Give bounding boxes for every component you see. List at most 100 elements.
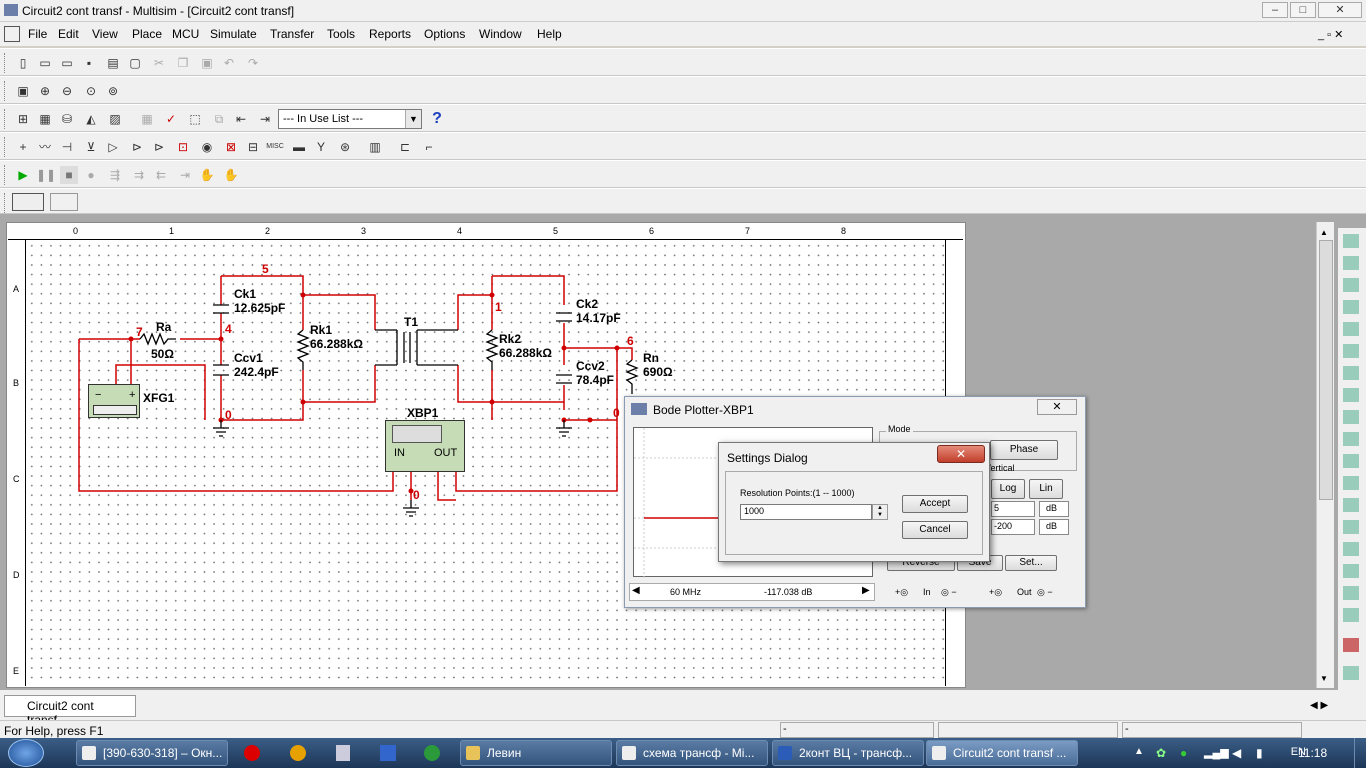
bode-plotter-icon[interactable] — [1343, 344, 1359, 358]
app-pinned-icon[interactable] — [290, 745, 306, 761]
back-annotate-icon[interactable]: ⇤ — [235, 112, 247, 126]
menu-tools[interactable]: Tools — [327, 27, 356, 41]
spreadsheet-icon[interactable]: ▦ — [39, 112, 51, 126]
diode-icon[interactable]: ⊣ — [61, 140, 73, 154]
torrent-icon[interactable] — [424, 745, 440, 761]
menu-mcu[interactable]: MCU — [172, 27, 200, 41]
close-button[interactable]: ✕ — [1318, 2, 1362, 18]
four-channel-scope-icon[interactable] — [1343, 322, 1359, 336]
scroll-thumb[interactable] — [1319, 240, 1333, 500]
bus-icon[interactable]: ⌐ — [425, 140, 433, 154]
label-ra[interactable]: Ra — [156, 320, 172, 334]
zoom-out-icon[interactable]: ⊖ — [61, 84, 73, 98]
new-file-icon[interactable]: ▯ — [19, 56, 27, 70]
out-terminals-icon[interactable]: +◎ — [989, 587, 1003, 597]
agilent-scope-icon[interactable] — [1343, 586, 1359, 600]
tab-scroll-icon[interactable]: ◀ ▶ — [1310, 700, 1329, 711]
database-icon[interactable]: ⛁ — [61, 112, 73, 126]
step-into-icon[interactable]: ⇉ — [133, 168, 145, 182]
copy-icon[interactable]: ❐ — [177, 56, 189, 70]
multimeter-icon[interactable] — [1343, 234, 1359, 248]
step-out-icon[interactable]: ⇇ — [155, 168, 167, 182]
maximize-button[interactable]: □ — [1290, 2, 1316, 18]
minimize-button[interactable]: – — [1262, 2, 1288, 18]
menu-reports[interactable]: Reports — [369, 27, 412, 41]
cut-icon[interactable]: ✂ — [153, 56, 165, 70]
taskbar-item-word[interactable]: 2конт ВЦ - трансф... — [772, 740, 924, 766]
word-generator-icon[interactable] — [1343, 388, 1359, 402]
vertical-scrollbar[interactable]: ▲ ▼ — [1316, 222, 1334, 688]
tray-app-icon[interactable]: ✿ — [1156, 746, 1167, 760]
oscilloscope-icon[interactable] — [1343, 300, 1359, 314]
vertical-f-unit[interactable]: dB — [1039, 501, 1069, 517]
erc-icon[interactable]: ✓ — [165, 112, 177, 126]
toolbar-grip[interactable] — [4, 81, 7, 101]
battery-icon[interactable]: ▮ — [1256, 746, 1263, 760]
frequency-counter-icon[interactable] — [1343, 366, 1359, 380]
menu-simulate[interactable]: Simulate — [210, 27, 257, 41]
resolution-input[interactable]: 1000 — [740, 504, 872, 520]
language-indicator[interactable]: EN — [1290, 746, 1306, 758]
menu-transfer[interactable]: Transfer — [270, 27, 315, 41]
label-t1[interactable]: T1 — [404, 315, 419, 329]
measurement-probe-icon[interactable] — [1343, 638, 1359, 652]
remove-breakpoints-icon[interactable]: ✋ — [223, 168, 239, 182]
menu-view[interactable]: View — [92, 27, 118, 41]
design-toolbox-icon[interactable] — [12, 193, 44, 211]
function-generator-icon[interactable] — [1343, 256, 1359, 270]
full-screen-icon[interactable]: ▣ — [17, 84, 29, 98]
paste-icon[interactable]: ▣ — [201, 56, 213, 70]
function-generator-xfg1[interactable]: − + — [88, 384, 140, 418]
open-folder-icon[interactable]: ▭ — [39, 56, 51, 70]
schematic-grid[interactable] — [27, 241, 945, 685]
spectrum-analyzer-icon[interactable] — [1343, 498, 1359, 512]
power-icon[interactable]: ⊠ — [225, 140, 237, 154]
vertical-i-unit[interactable]: dB — [1039, 519, 1069, 535]
set-button[interactable]: Set... — [1005, 555, 1057, 571]
clock[interactable]: 11:18 — [1298, 746, 1328, 760]
opera-icon[interactable] — [244, 745, 260, 761]
record-icon[interactable]: ● — [87, 168, 95, 182]
misc-digital-icon[interactable]: ⊟ — [247, 140, 259, 154]
bode-plotter-xbp1[interactable]: IN OUT — [385, 420, 465, 472]
mcu-icon[interactable]: ▥ — [369, 140, 381, 154]
mdi-controls-icon[interactable]: _ ▫ ✕ — [1318, 29, 1344, 41]
toolbar-grip[interactable] — [4, 109, 7, 129]
in-terminals-icon[interactable]: +◎ — [895, 587, 909, 597]
rf-icon[interactable]: Y — [316, 140, 325, 154]
show-desktop-button[interactable] — [1354, 738, 1366, 768]
pause-icon[interactable]: ❚❚ — [36, 168, 57, 182]
toolbar-grip[interactable] — [4, 53, 7, 73]
zoom-area-icon[interactable]: ⊙ — [85, 84, 97, 98]
cmos-icon[interactable]: ⊳ — [153, 140, 165, 154]
close-button[interactable]: ✕ — [1037, 399, 1077, 415]
toolbar-grip[interactable] — [4, 165, 7, 185]
hierarchy-icon[interactable]: ⊞ — [17, 112, 29, 126]
menu-edit[interactable]: Edit — [58, 27, 79, 41]
network-icon[interactable]: ▂▄▆ — [1204, 747, 1229, 759]
misc-icon[interactable]: MISC — [266, 143, 284, 150]
network-analyzer-icon[interactable] — [1343, 520, 1359, 534]
close-button[interactable]: ✕ — [937, 445, 985, 463]
ultiboard-icon[interactable]: ⧉ — [214, 112, 224, 126]
advanced-peripherals-icon[interactable]: ▬ — [293, 140, 305, 154]
toolbar-grip[interactable] — [4, 137, 7, 157]
agilent-generator-icon[interactable] — [1343, 542, 1359, 556]
mixed-icon[interactable]: ⊡ — [177, 140, 189, 154]
label-rk2[interactable]: Rk2 — [499, 332, 522, 346]
start-button[interactable] — [8, 739, 44, 767]
label-ck2[interactable]: Ck2 — [576, 297, 599, 311]
vertical-i-input[interactable]: -200 — [991, 519, 1035, 535]
in-use-list-dropdown[interactable]: --- In Use List --- ▼ — [278, 109, 422, 129]
menu-window[interactable]: Window — [479, 27, 522, 41]
tray-info-icon[interactable]: ● — [1180, 746, 1188, 760]
indicator-icon[interactable]: ◉ — [201, 140, 213, 154]
tray-arrow-icon[interactable]: ▲ — [1134, 746, 1144, 757]
ttl-icon[interactable]: ⊳ — [131, 140, 143, 154]
toolbar-grip[interactable] — [4, 193, 7, 213]
redo-icon[interactable]: ↷ — [247, 56, 259, 70]
label-ccv2[interactable]: Ccv2 — [576, 359, 605, 373]
stop-icon[interactable]: ■ — [60, 166, 78, 184]
log-button[interactable]: Log — [991, 479, 1025, 499]
chevron-down-icon[interactable]: ▼ — [405, 110, 421, 128]
